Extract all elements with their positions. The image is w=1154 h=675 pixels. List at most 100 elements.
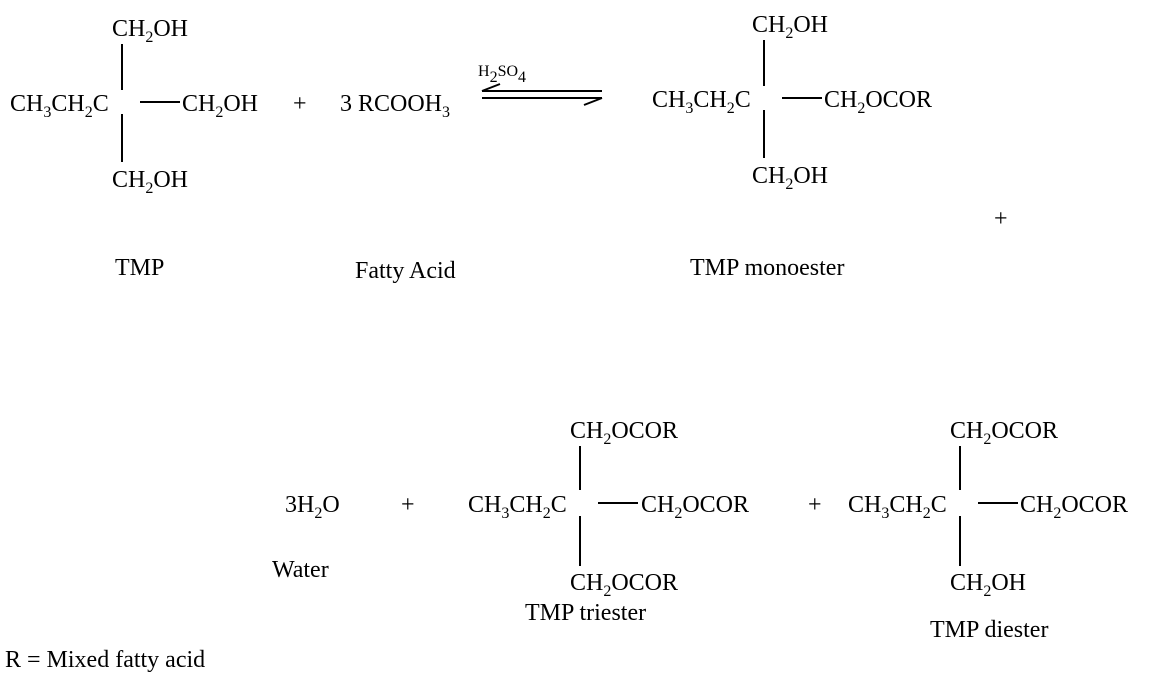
formula-subscript: 4 (518, 69, 526, 86)
formula-subscript: 2 (490, 69, 498, 86)
formula-text: CH (641, 492, 674, 518)
equilibrium-arrow: H2SO4 (478, 63, 603, 106)
formula-text: OCOR (611, 570, 678, 596)
triester-core: CH3CH2C (468, 492, 567, 522)
formula-text: CH (752, 163, 785, 189)
formula-text: C (551, 492, 567, 518)
formula-text: OCOR (611, 418, 678, 444)
formula-text: CH (889, 492, 922, 518)
formula-subscript: 2 (983, 431, 991, 448)
formula-subscript: 2 (785, 25, 793, 42)
plus-sign-3: + (401, 492, 415, 518)
formula-subscript: 2 (603, 583, 611, 600)
plus-sign-2: + (994, 206, 1008, 232)
plus-sign-1: + (293, 91, 307, 117)
catalyst-label: H2SO4 (478, 63, 526, 86)
formula-subscript: 2 (85, 104, 93, 121)
arrow-forward-barb (481, 83, 501, 92)
formula-subscript: 2 (857, 100, 865, 117)
arrow-reverse-barb (583, 97, 603, 106)
tmp-monoester-molecule: CH2OH CH3CH2C CH2OCOR CH2OH (652, 12, 932, 193)
formula-subscript: 2 (603, 431, 611, 448)
water-formula: 3H2O (285, 492, 340, 522)
formula-text: OCOR (865, 87, 932, 113)
monoester-core: CH3CH2C (652, 87, 751, 117)
formula-subscript: 2 (1053, 505, 1061, 522)
formula-text: C (93, 91, 109, 117)
formula-subscript: 3 (43, 104, 51, 121)
formula-text: CH (112, 16, 145, 42)
formula-text: OCOR (1061, 492, 1128, 518)
label-water: Water (272, 557, 329, 583)
formula-text: CH (10, 91, 43, 117)
label-tmp: TMP (115, 255, 164, 281)
formula-text: CH (570, 570, 603, 596)
formula-subscript: 2 (145, 180, 153, 197)
tmp-diester-molecule: CH2OCOR CH3CH2C CH2OCOR CH2OH (848, 418, 1128, 600)
formula-text: C (931, 492, 947, 518)
formula-text: CH (112, 167, 145, 193)
formula-text: SO (498, 63, 518, 80)
formula-text: OH (153, 167, 188, 193)
monoester-bottom-group: CH2OH (752, 163, 828, 193)
formula-text: CH (848, 492, 881, 518)
formula-text: 3H (285, 492, 314, 518)
formula-text: CH (950, 418, 983, 444)
formula-text: CH (824, 87, 857, 113)
label-tmp-triester: TMP triester (525, 600, 646, 626)
formula-subscript: 2 (923, 505, 931, 522)
tmp-molecule: CH2OH CH3CH2C CH2OH CH2OH (10, 16, 258, 197)
formula-subscript: 2 (314, 505, 322, 522)
label-tmp-monoester: TMP monoester (690, 255, 844, 281)
formula-subscript: 3 (501, 505, 509, 522)
triester-right-group: CH2OCOR (641, 492, 749, 522)
formula-subscript: 2 (145, 29, 153, 46)
tmp-core: CH3CH2C (10, 91, 109, 121)
formula-text: OH (223, 91, 258, 117)
formula-text: H (478, 63, 490, 80)
formula-text: CH (468, 492, 501, 518)
diester-core: CH3CH2C (848, 492, 947, 522)
formula-subscript: 2 (785, 176, 793, 193)
formula-text: OH (991, 570, 1026, 596)
monoester-right-group: CH2OCOR (824, 87, 932, 117)
footnote-r-definition: R = Mixed fatty acid (5, 647, 205, 673)
label-fatty-acid: Fatty Acid (355, 258, 456, 284)
tmp-top-group: CH2OH (112, 16, 188, 46)
formula-text: CH (570, 418, 603, 444)
formula-text: CH (693, 87, 726, 113)
formula-subscript: 3 (685, 100, 693, 117)
formula-subscript: 2 (983, 583, 991, 600)
formula-subscript: 2 (543, 505, 551, 522)
formula-subscript: 2 (215, 104, 223, 121)
tmp-bottom-group: CH2OH (112, 167, 188, 197)
tmp-triester-molecule: CH2OCOR CH3CH2C CH2OCOR CH2OCOR (468, 418, 749, 600)
formula-subscript: 2 (727, 100, 735, 117)
fatty-acid-formula: 3 RCOOH3 (340, 91, 450, 121)
formula-text: OH (153, 16, 188, 42)
formula-text: CH (652, 87, 685, 113)
formula-text: OCOR (991, 418, 1058, 444)
triester-bottom-group: CH2OCOR (570, 570, 678, 600)
formula-text: CH (182, 91, 215, 117)
formula-text: C (735, 87, 751, 113)
diester-bottom-group: CH2OH (950, 570, 1026, 600)
formula-text: CH (950, 570, 983, 596)
diester-right-group: CH2OCOR (1020, 492, 1128, 522)
formula-text: OH (793, 163, 828, 189)
formula-text: CH (51, 91, 84, 117)
formula-text: OH (793, 12, 828, 38)
formula-text: CH (752, 12, 785, 38)
plus-sign-4: + (808, 492, 822, 518)
formula-text: CH (1020, 492, 1053, 518)
formula-text: 3 RCOOH (340, 91, 442, 117)
formula-text: OCOR (682, 492, 749, 518)
label-tmp-diester: TMP diester (930, 617, 1048, 643)
monoester-top-group: CH2OH (752, 12, 828, 42)
formula-text: O (322, 492, 339, 518)
formula-text: CH (509, 492, 542, 518)
tmp-right-group: CH2OH (182, 91, 258, 121)
formula-subscript: 3 (442, 104, 450, 121)
diester-top-group: CH2OCOR (950, 418, 1058, 448)
